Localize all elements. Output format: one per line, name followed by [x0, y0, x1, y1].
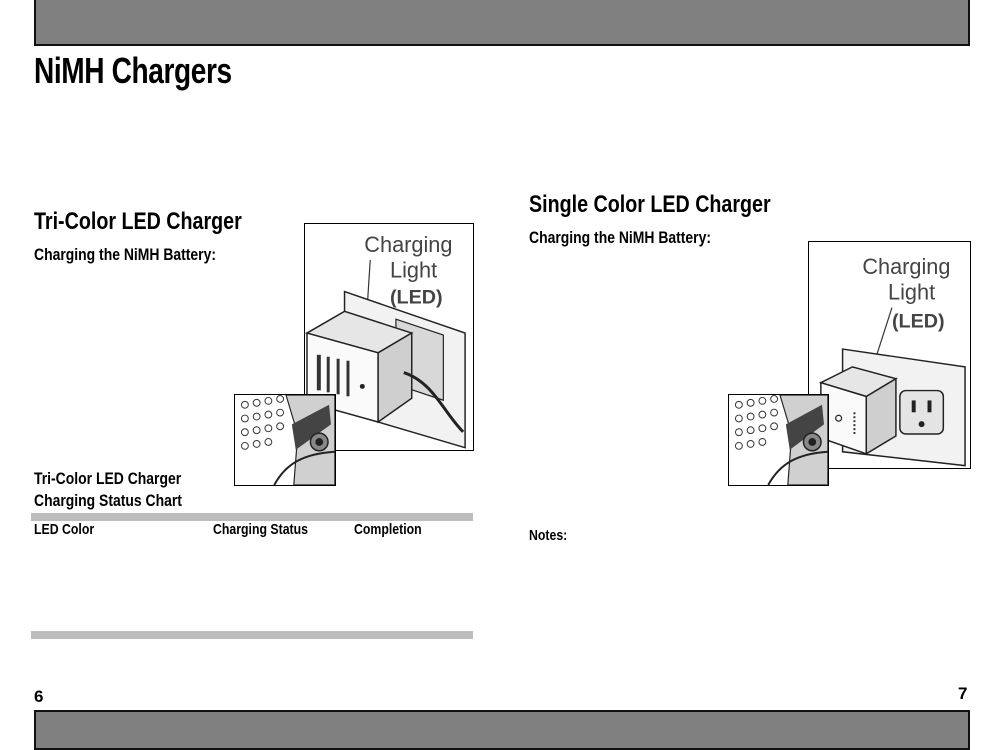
single-color-charger-figure: Charging Light (LED)	[808, 241, 971, 469]
charger-outlet-illustration: Charging Light (LED)	[818, 254, 966, 467]
tri-color-charger-figure: Charging Light (LED)	[304, 223, 474, 451]
table-top-rule	[31, 513, 473, 521]
single-color-section-title: Single Color LED Charger	[529, 191, 771, 218]
col-header-charging-status: Charging Status	[213, 521, 308, 538]
tri-color-subheading: Charging the NiMH Battery:	[34, 245, 217, 264]
notes-label: Notes:	[529, 527, 568, 544]
page-number-left: 6	[34, 687, 44, 706]
radio-keypad-illustration	[240, 395, 335, 485]
status-chart-title-line-2: Charging Status Chart	[34, 491, 182, 510]
callout-line-1: Charging	[862, 254, 950, 279]
radio-keypad-illustration	[734, 395, 828, 485]
page-title: NiMH Chargers	[34, 50, 232, 91]
callout-line-3: (LED)	[892, 310, 945, 332]
bottom-footer-bar	[34, 710, 970, 750]
callout-line-2: Light	[390, 258, 437, 283]
charger-outlet-illustration: Charging Light (LED)	[305, 232, 466, 449]
table-bottom-rule	[31, 631, 473, 639]
top-header-bar	[34, 0, 970, 46]
page-number-right: 7	[958, 684, 968, 703]
status-chart-title-line-1: Tri-Color LED Charger	[34, 469, 182, 488]
single-color-subheading: Charging the NiMH Battery:	[529, 228, 712, 247]
tri-color-radio-inset	[234, 394, 336, 486]
col-header-completion: Completion	[354, 521, 422, 538]
callout-line-3: (LED)	[390, 286, 443, 308]
callout-line-2: Light	[888, 280, 935, 305]
callout-line-1: Charging	[364, 232, 452, 257]
tri-color-section-title: Tri-Color LED Charger	[34, 208, 242, 235]
col-header-led-color: LED Color	[34, 521, 95, 538]
single-color-radio-inset	[728, 394, 829, 486]
